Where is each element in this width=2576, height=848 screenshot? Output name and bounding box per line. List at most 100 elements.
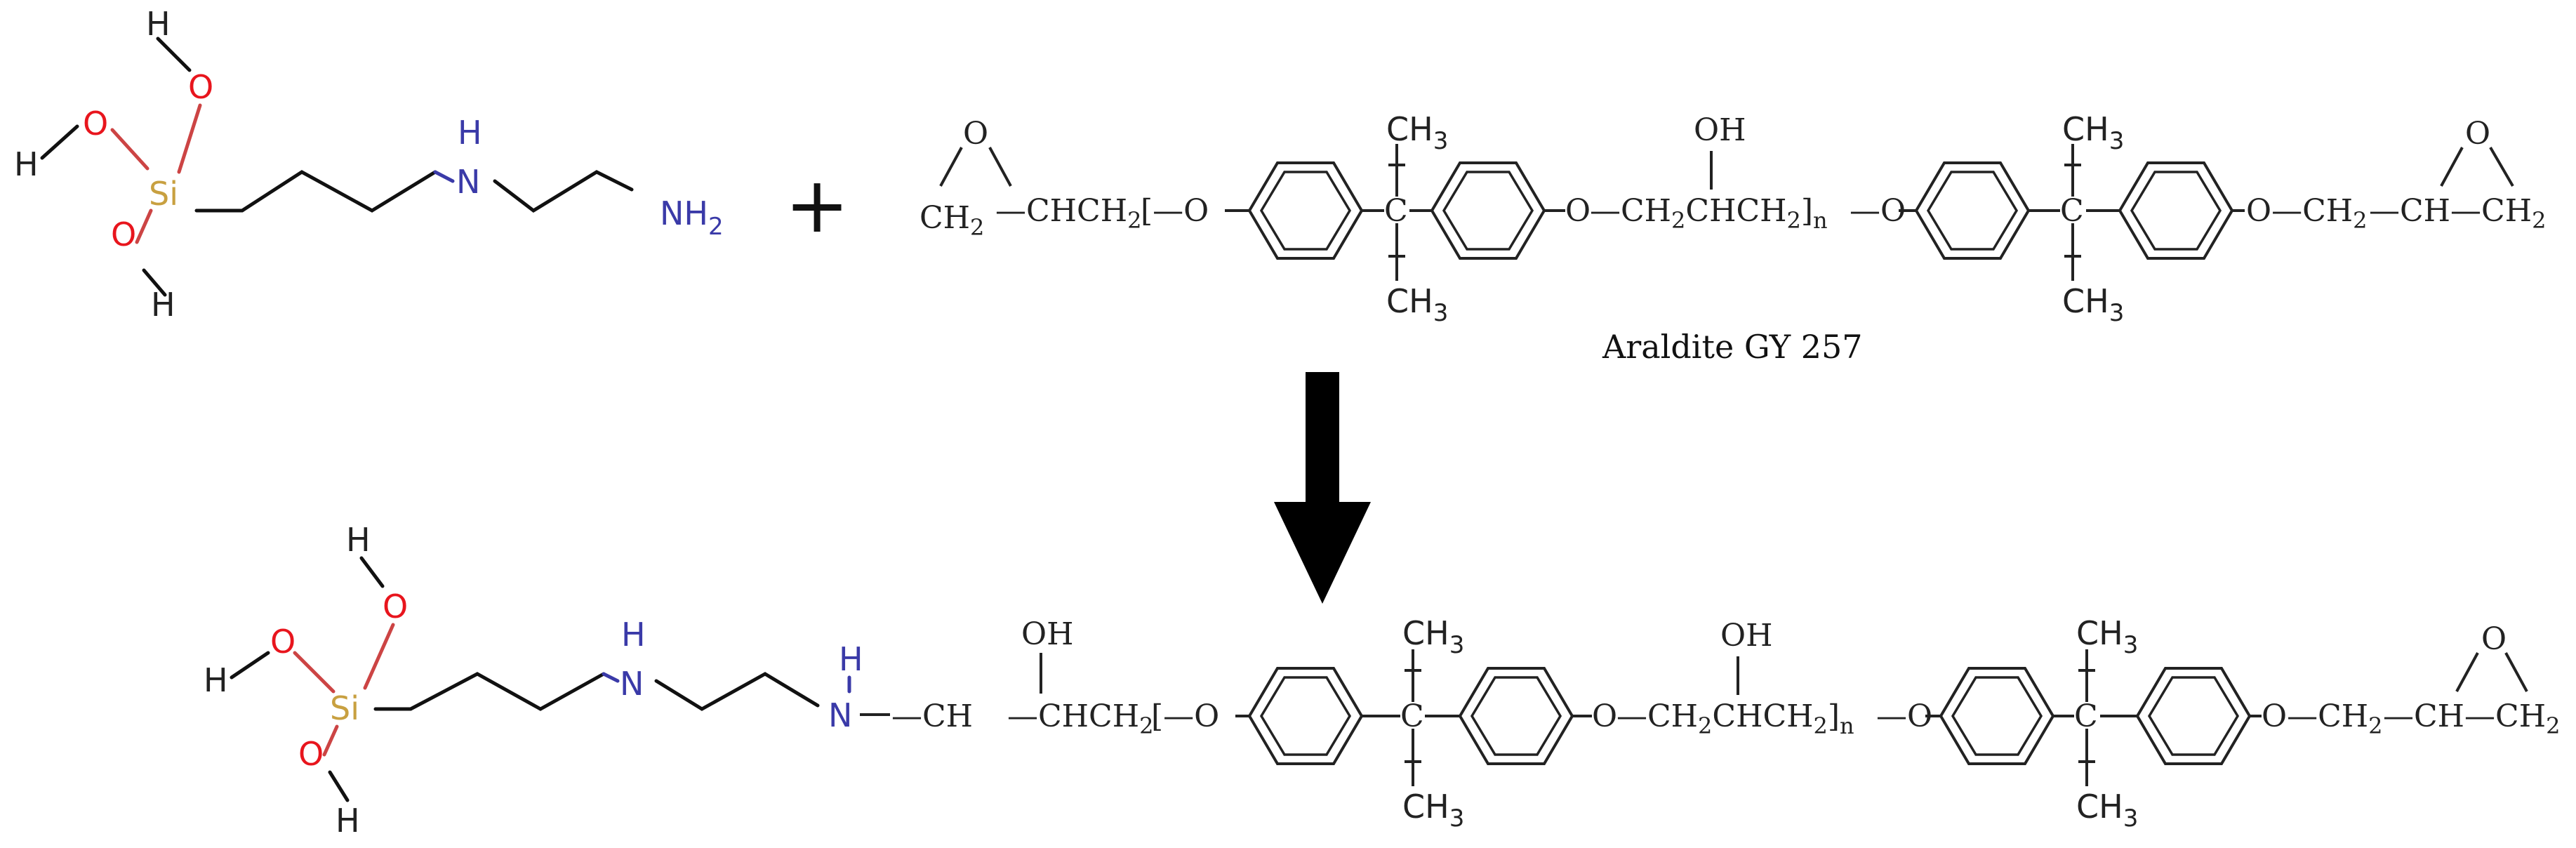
bond — [135, 208, 153, 244]
bond — [293, 651, 336, 694]
propyl-chain — [409, 672, 606, 711]
benzene-ring-inner — [1259, 676, 1352, 756]
group-och2: O—CH2 — [2262, 698, 2382, 739]
methyl-group: CH3 — [2076, 788, 2138, 833]
atom-h: H — [204, 661, 228, 699]
atom-o: O — [1592, 698, 1617, 734]
bond — [602, 672, 620, 683]
atom-n: N — [456, 163, 480, 201]
bracket-o: [—O — [1151, 698, 1219, 734]
atom-o: O — [963, 116, 988, 152]
atom-c: C — [2060, 193, 2084, 229]
bond — [230, 651, 270, 680]
methyl-group: CH3 — [1386, 282, 1448, 327]
bond — [363, 623, 395, 690]
propyl-chain — [240, 170, 437, 213]
atom-o: O — [1565, 193, 1591, 229]
atom-c: C — [1400, 698, 1424, 734]
bond — [328, 770, 350, 802]
bond — [939, 147, 963, 187]
atom-o: O — [2465, 116, 2490, 152]
bond — [433, 170, 455, 183]
benzene-ring — [1247, 161, 1364, 260]
atom-h: H — [621, 616, 646, 654]
plus-sign: + — [785, 160, 849, 250]
atom-o: —O — [1876, 698, 1932, 734]
group-chch2: —CHCH2 — [995, 193, 1141, 234]
bond — [2440, 147, 2464, 187]
compound-name: Araldite GY 257 — [1602, 328, 1863, 366]
bond — [988, 147, 1012, 187]
bond — [359, 556, 385, 588]
group-och2: O—CH2 — [2246, 193, 2367, 234]
atom-h: H — [346, 521, 371, 559]
bond — [40, 124, 79, 160]
atom-h: H — [146, 5, 171, 43]
reaction-arrow — [1274, 372, 1371, 604]
benzene-ring-inner — [1259, 171, 1352, 251]
atom-si: Si — [149, 175, 178, 213]
atom-si: Si — [330, 689, 359, 727]
benzene-ring — [1914, 161, 2031, 260]
group-ch2chch2: —CH2CHCH2]n — [1590, 193, 1828, 234]
methyl-group: CH3 — [1402, 788, 1464, 833]
ethyl-chain — [493, 170, 634, 213]
atom-c: C — [2074, 698, 2098, 734]
benzene-ring — [2135, 667, 2252, 765]
group-ch2chch2: —CH2CHCH2]n — [1616, 698, 1854, 739]
hydroxyl-group: OH — [1720, 618, 1772, 654]
methyl-group: CH3 — [2062, 282, 2124, 327]
methyl-group: CH3 — [2062, 110, 2124, 155]
bond — [2455, 652, 2479, 692]
atom-o: O — [111, 216, 136, 253]
bond — [156, 37, 192, 72]
atom-c: C — [1384, 193, 1408, 229]
bond — [322, 724, 339, 757]
atom-o: O — [298, 735, 324, 773]
bond — [110, 128, 150, 171]
benzene-ring — [1430, 161, 1546, 260]
bond — [2489, 146, 2514, 187]
atom-o: O — [83, 105, 108, 143]
benzene-ring-inner — [1442, 171, 1534, 251]
methyl-group: CH3 — [1386, 110, 1448, 155]
benzene-ring — [1458, 667, 1574, 765]
atom-h: H — [336, 802, 360, 840]
group-chch2: —CHCH2 — [1007, 698, 1153, 739]
atom-o: —O — [1850, 193, 1906, 229]
hydroxyl-group: OH — [1021, 616, 1073, 652]
group-chch2: —CH—CH2 — [2383, 698, 2560, 739]
atom-o: O — [270, 623, 296, 661]
bracket-o: [—O — [1141, 193, 1209, 229]
benzene-ring-inner — [1470, 676, 1562, 756]
benzene-ring — [2118, 161, 2234, 260]
silane-molecule: H O O H Si O H H N NH2 — [14, 5, 724, 324]
benzene-ring-inner — [2130, 171, 2222, 251]
epoxy-resin-molecule: O CH2 —CHCH2 [—O C CH3 CH3 O —CH2CHCH2]n… — [919, 110, 2546, 366]
product-molecule: H O H O Si O H H N H N —CH OH —CHCH2 [—O… — [204, 521, 2560, 840]
ethyl-chain — [654, 672, 820, 711]
benzene-ring — [1939, 667, 2055, 765]
atom-o: O — [188, 68, 213, 106]
atom-o: O — [383, 588, 408, 625]
methyl-group: CH3 — [2076, 614, 2138, 659]
atom-h: H — [151, 286, 175, 324]
atom-h: H — [14, 145, 39, 183]
benzene-ring — [1247, 667, 1364, 765]
atom-n: N — [828, 696, 852, 734]
benzene-ring-inner — [1926, 171, 2019, 251]
benzene-ring-inner — [1951, 676, 2043, 756]
atom-h: H — [839, 640, 863, 678]
bond — [142, 268, 167, 297]
bond — [177, 103, 202, 174]
atom-n: N — [620, 665, 644, 703]
methyl-group: CH3 — [1402, 614, 1464, 659]
atom-amine: NH2 — [660, 194, 724, 241]
hydroxyl-group: OH — [1694, 112, 1746, 148]
atom-o: O — [2481, 621, 2507, 657]
group-ch: —CH — [891, 698, 973, 734]
atom-h: H — [458, 114, 482, 152]
bond — [2504, 652, 2528, 692]
group-chch2: —CH—CH2 — [2369, 193, 2546, 234]
